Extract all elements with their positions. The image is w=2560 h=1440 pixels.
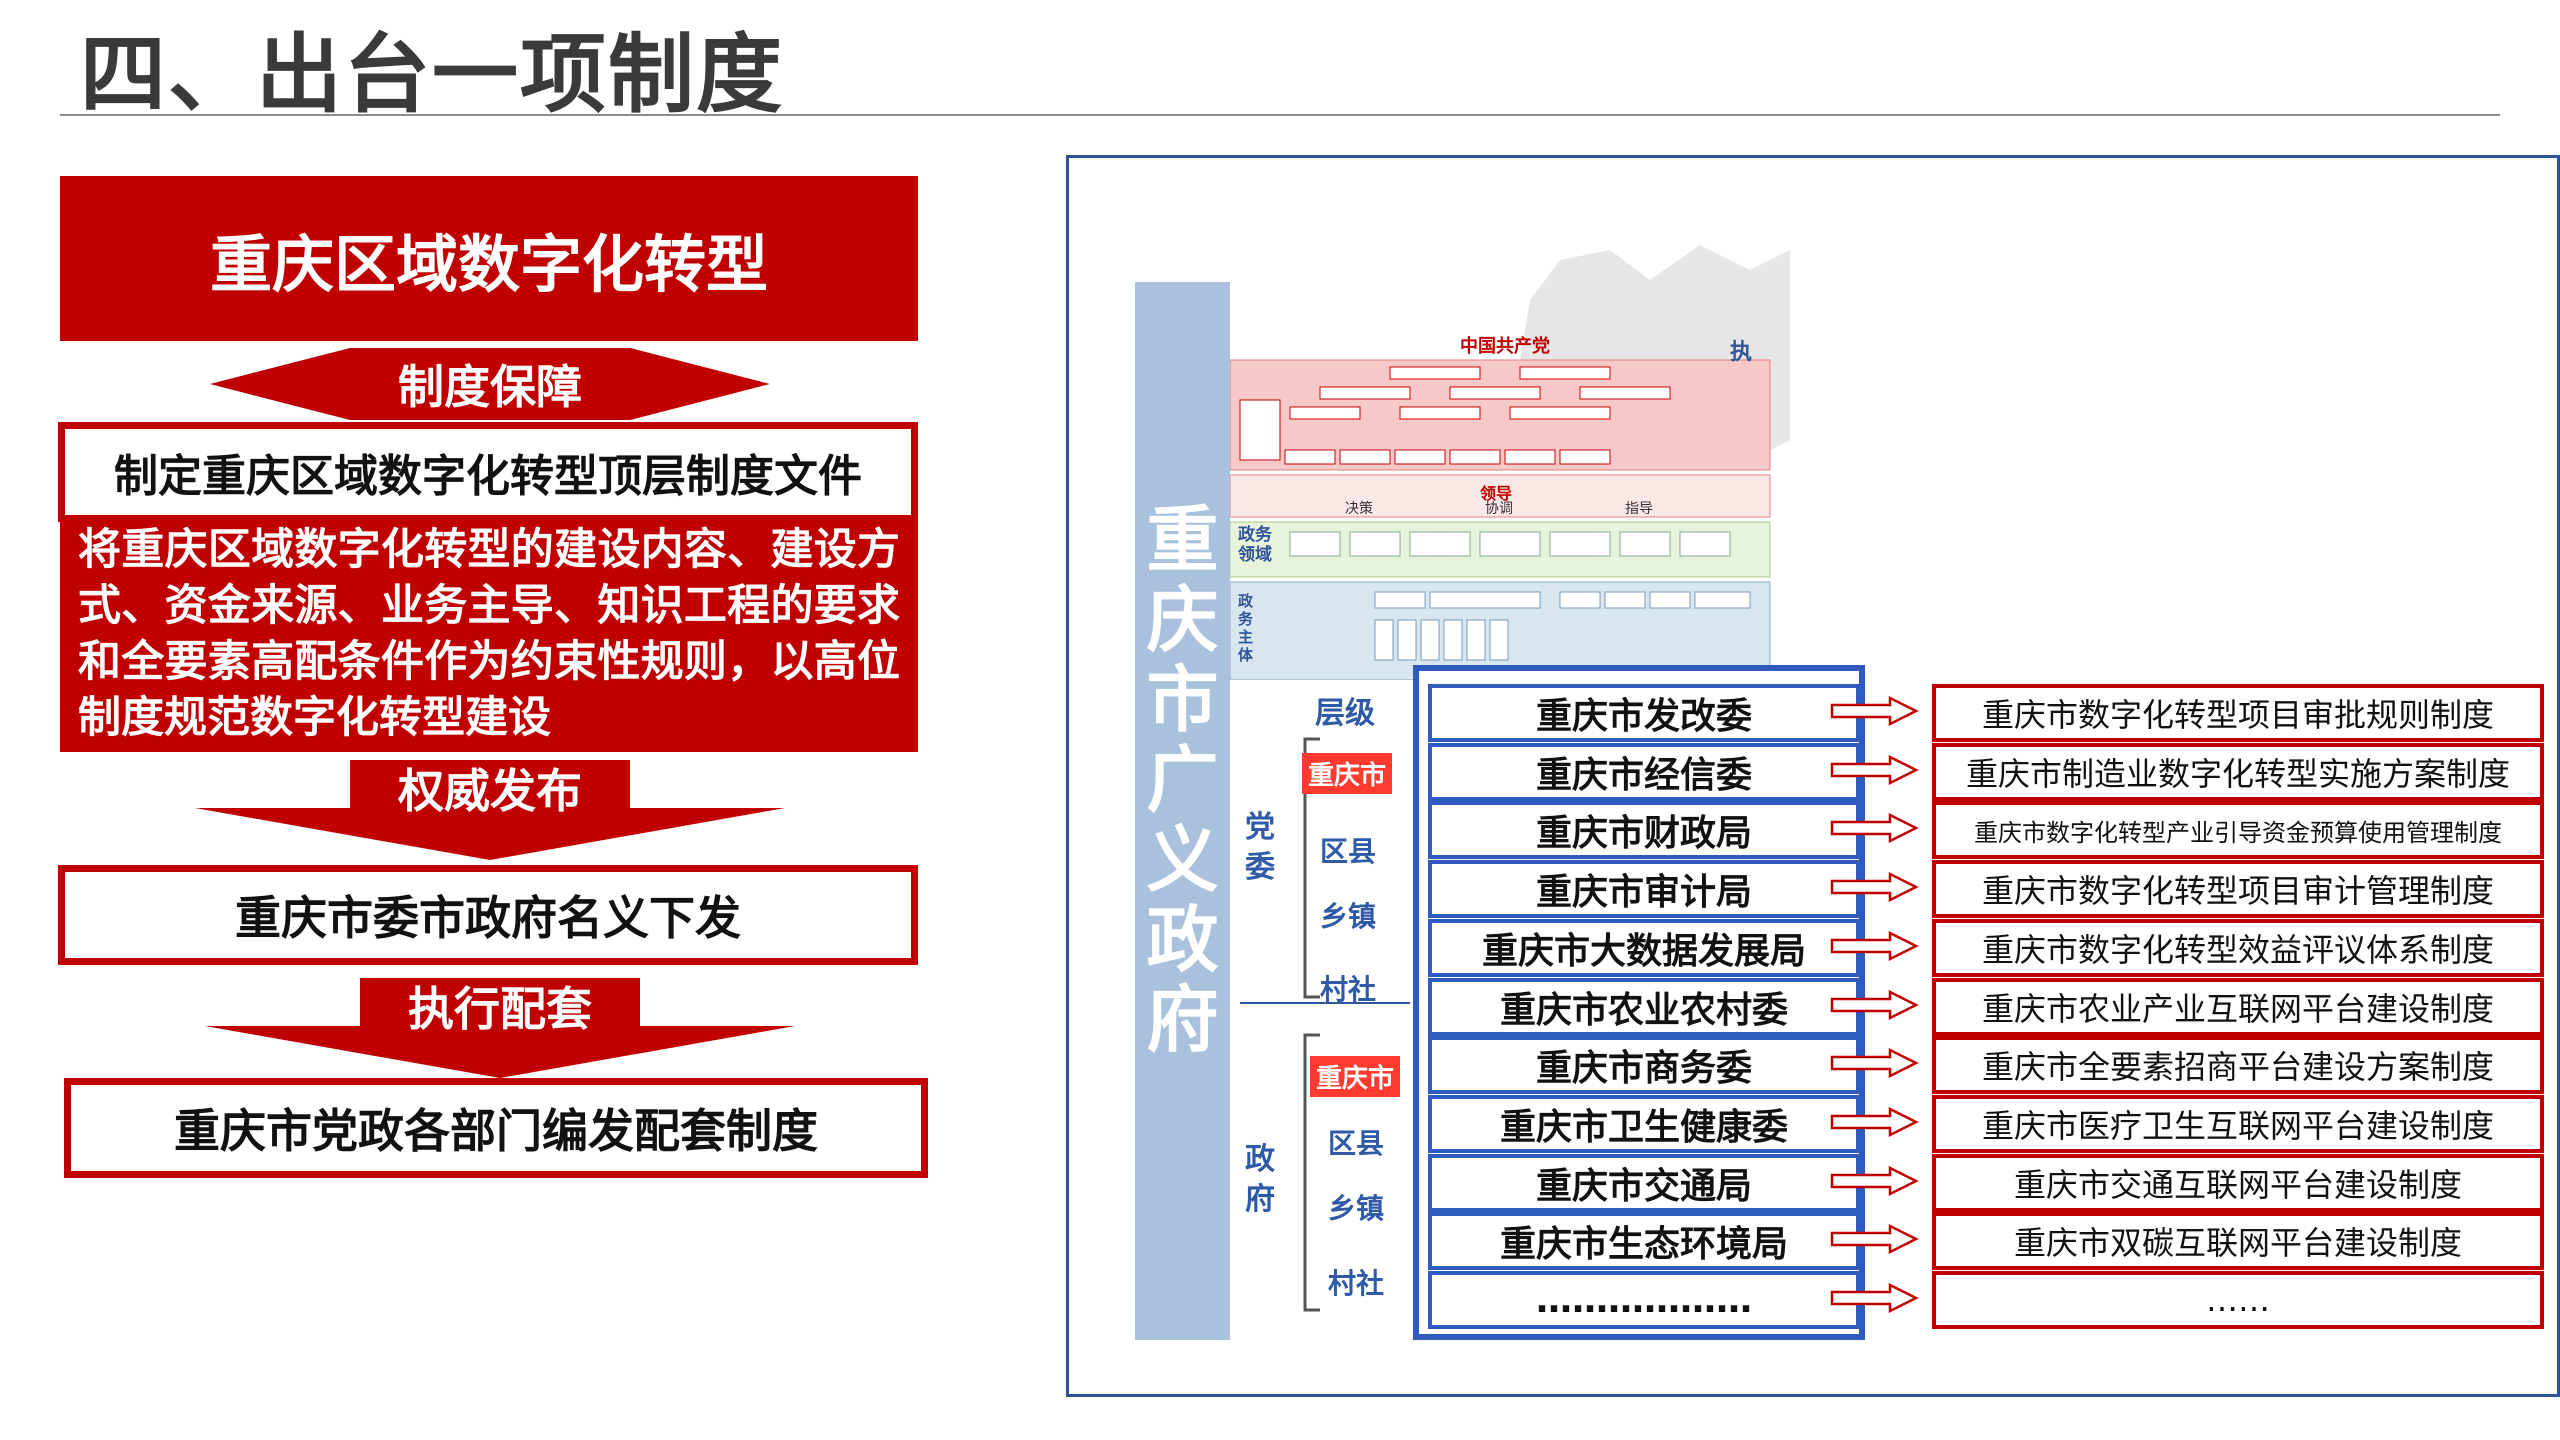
department-box: 重庆市商务委 [1428, 1036, 1860, 1094]
level-township: 乡镇 [1320, 900, 1377, 933]
title-divider [60, 114, 2500, 116]
rule-box: 重庆市农业产业互联网平台建设制度 [1932, 978, 2544, 1036]
party-name: 中国共产党 [1460, 336, 1550, 357]
rule-box: 重庆市数字化转型项目审计管理制度 [1932, 860, 2544, 918]
band-label: 执行配套 [408, 982, 592, 1036]
right-arrow-icon [1830, 1048, 1919, 1078]
down-arrow-shape [205, 978, 795, 1078]
level-village: 村社 [1328, 1267, 1385, 1300]
rule-box: 重庆市制造业数字化转型实施方案制度 [1932, 743, 2544, 801]
rule-box: …… [1932, 1271, 2544, 1329]
page-title: 四、出台一项制度 [80, 25, 784, 125]
gov-vertical-strip [1135, 282, 1230, 1340]
lead-item: 协调 [1485, 501, 1513, 517]
flow-header: 重庆区域数字化转型 [60, 176, 918, 341]
band-label: 制度保障 [398, 360, 582, 414]
rule-box: 重庆市双碳互联网平台建设制度 [1932, 1212, 2544, 1270]
department-box: 重庆市大数据发展局 [1428, 919, 1860, 977]
rule-box: 重庆市数字化转型效益评议体系制度 [1932, 919, 2544, 977]
rule-box: 重庆市数字化转型产业引导资金预算使用管理制度 [1932, 801, 2544, 859]
department-box: 重庆市审计局 [1428, 860, 1860, 918]
band-authoritative-release: 权威发布 [195, 760, 785, 860]
right-arrow-icon [1830, 755, 1919, 785]
right-arrow-icon [1830, 990, 1919, 1020]
right-arrow-icon [1830, 1283, 1919, 1313]
band-execution-support: 执行配套 [205, 978, 795, 1078]
rule-box: 重庆市全要素招商平台建设方案制度 [1932, 1036, 2544, 1094]
flow-box-toplevel-doc: 制定重庆区域数字化转型顶层制度文件 [58, 422, 918, 522]
up-arrow-shape [210, 348, 770, 420]
right-arrow-icon [1830, 931, 1919, 961]
lead-item: 决策 [1345, 501, 1373, 517]
right-arrow-icon [1830, 1224, 1919, 1254]
tier-label: 层级 [1315, 696, 1375, 731]
level-pill-city: 重庆市 [1310, 1056, 1401, 1097]
department-box: 重庆市农业农村委 [1428, 978, 1860, 1036]
lead-label: 领导 [1480, 484, 1513, 503]
level-county: 区县 [1328, 1127, 1385, 1160]
exec-label: 执 [1730, 340, 1753, 365]
department-box: 重庆市财政局 [1428, 801, 1860, 859]
level-county: 区县 [1320, 835, 1377, 868]
right-arrow-icon [1830, 813, 1919, 843]
flow-description: 将重庆区域数字化转型的建设内容、建设方式、资金来源、业务主导、知识工程的要求和全… [60, 522, 918, 752]
government-label: 政府 [1245, 1142, 1275, 1217]
party-committee-label: 党委 [1245, 810, 1275, 885]
description-text: 将重庆区域数字化转型的建设内容、建设方式、资金来源、业务主导、知识工程的要求和全… [78, 525, 900, 743]
flow-box-issue: 重庆市委市政府名义下发 [58, 865, 918, 965]
gov-domain-label: 政务领域 [1238, 525, 1272, 565]
org-structure-drawing [1229, 245, 1790, 681]
level-village: 村社 [1320, 973, 1377, 1006]
band-institution-guarantee: 制度保障 [210, 348, 770, 420]
right-arrow-icon [1830, 872, 1919, 902]
down-arrow-shape [195, 760, 785, 860]
level-pill-city: 重庆市 [1302, 753, 1393, 794]
department-box: 重庆市生态环境局 [1428, 1212, 1860, 1270]
right-arrow-icon [1830, 696, 1919, 726]
department-box: 重庆市经信委 [1428, 743, 1860, 801]
lead-item: 指导 [1625, 501, 1653, 517]
gov-vertical-label: 重 庆 市 广 义 政 府 [1146, 498, 1219, 1062]
level-township: 乡镇 [1328, 1192, 1385, 1225]
rule-box: 重庆市数字化转型项目审批规则制度 [1932, 684, 2544, 742]
rule-box: 重庆市医疗卫生互联网平台建设制度 [1932, 1095, 2544, 1153]
band-label: 权威发布 [398, 764, 582, 818]
department-box: 重庆市卫生健康委 [1428, 1095, 1860, 1153]
right-arrow-icon [1830, 1107, 1919, 1137]
brackets [1240, 737, 1410, 1312]
right-arrow-icon [1830, 1166, 1919, 1196]
department-box: 重庆市交通局 [1428, 1154, 1860, 1212]
org-structure-graphic: 中国共产党 执 领导 决策 协调 指导 政务领域 政务 主体 [1229, 240, 1790, 681]
gov-subject-label: 政务 主体 [1238, 592, 1254, 664]
department-box: 重庆市发改委 [1428, 684, 1860, 742]
department-box: ……………… [1428, 1271, 1860, 1329]
flow-box-departments: 重庆市党政各部门编发配套制度 [64, 1078, 928, 1178]
rule-box: 重庆市交通互联网平台建设制度 [1932, 1154, 2544, 1212]
